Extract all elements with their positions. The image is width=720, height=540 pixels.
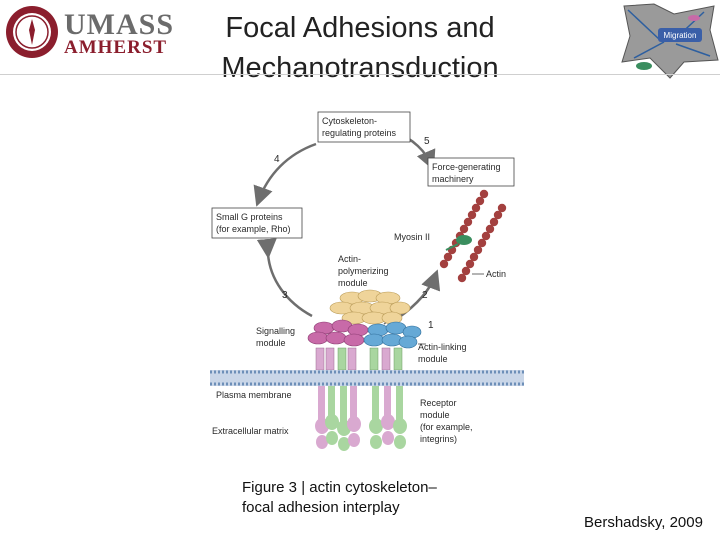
step-3: 3 [282, 290, 288, 301]
small-g-label-2: (for example, Rho) [216, 224, 291, 234]
logo-amherst-text: AMHERST [64, 37, 168, 58]
actin-polymerizing-module [329, 289, 411, 325]
actin-linking-module [363, 321, 422, 349]
cytoskeleton-label-1: Cytoskeleton- [322, 116, 377, 126]
logo-umass-text: UMASS [64, 8, 175, 41]
extracellular-matrix-label: Extracellular matrix [212, 426, 289, 436]
receptor-label-2: module [420, 410, 450, 420]
receptor-module [315, 386, 407, 451]
actin-poly-label-1: Actin- [338, 254, 361, 264]
plasma-membrane-label: Plasma membrane [216, 390, 292, 400]
actin-poly-label-3: module [338, 278, 368, 288]
force-box [427, 157, 515, 187]
membrane-lipids [210, 370, 524, 386]
cytoskeleton-label-2: regulating proteins [322, 128, 397, 138]
step-4: 4 [274, 154, 280, 165]
actin-linking-label-1: Actin-linking [418, 342, 467, 352]
actin-label: Actin [486, 269, 506, 279]
cytoskeleton-box [317, 111, 411, 143]
receptor-label-1: Receptor [420, 398, 457, 408]
title-line-1: Focal Adhesions and [225, 12, 495, 44]
cycle-arrow-3 [256, 238, 313, 318]
slide-title: Focal Adhesions and Mechanotransduction [190, 8, 530, 88]
small-g-label-1: Small G proteins [216, 212, 283, 222]
signalling-label-2: module [256, 338, 286, 348]
step-1: 1 [428, 320, 434, 331]
migration-badge [658, 28, 702, 42]
signalling-module [307, 319, 369, 347]
cycle-arrow-2 [397, 269, 441, 320]
myosin-motor [456, 235, 472, 245]
step-5: 5 [424, 136, 430, 147]
receptor-tails-upper [315, 347, 403, 371]
actin-filament-2 [457, 203, 507, 283]
step-2: 2 [422, 290, 428, 301]
actin-poly-label-2: polymerizing [338, 266, 389, 276]
caption-line-2: focal adhesion interplay [242, 499, 400, 516]
actin-linking-label-2: module [418, 354, 448, 364]
focal-adhesion-diagram: 5 4 3 2 1 Cytoskeleton- regulating prote… [208, 104, 526, 470]
corner-cell-migration-figure: Migration [614, 0, 720, 80]
force-label-1: Force-generating [432, 162, 501, 172]
header-divider [0, 74, 720, 75]
small-g-box [211, 207, 303, 239]
receptor-label-3: (for example, [420, 422, 473, 432]
cycle-arrow-4 [253, 142, 317, 207]
umass-seal-logo [4, 4, 60, 60]
plasma-membrane [210, 370, 524, 386]
caption-line-1: Figure 3 | actin cytoskeleton– [242, 479, 437, 496]
receptor-label-4: integrins) [420, 434, 457, 444]
migration-label: Migration [664, 31, 697, 40]
actin-filament-1 [439, 189, 489, 269]
force-label-2: machinery [432, 174, 474, 184]
title-line-2: Mechanotransduction [221, 52, 499, 84]
signalling-label-1: Signalling [256, 326, 295, 336]
citation-credit: Bershadsky, 2009 [584, 514, 703, 531]
myosin-label: Myosin II [394, 232, 430, 242]
figure-caption: Figure 3 | actin cytoskeleton– focal adh… [242, 478, 437, 518]
